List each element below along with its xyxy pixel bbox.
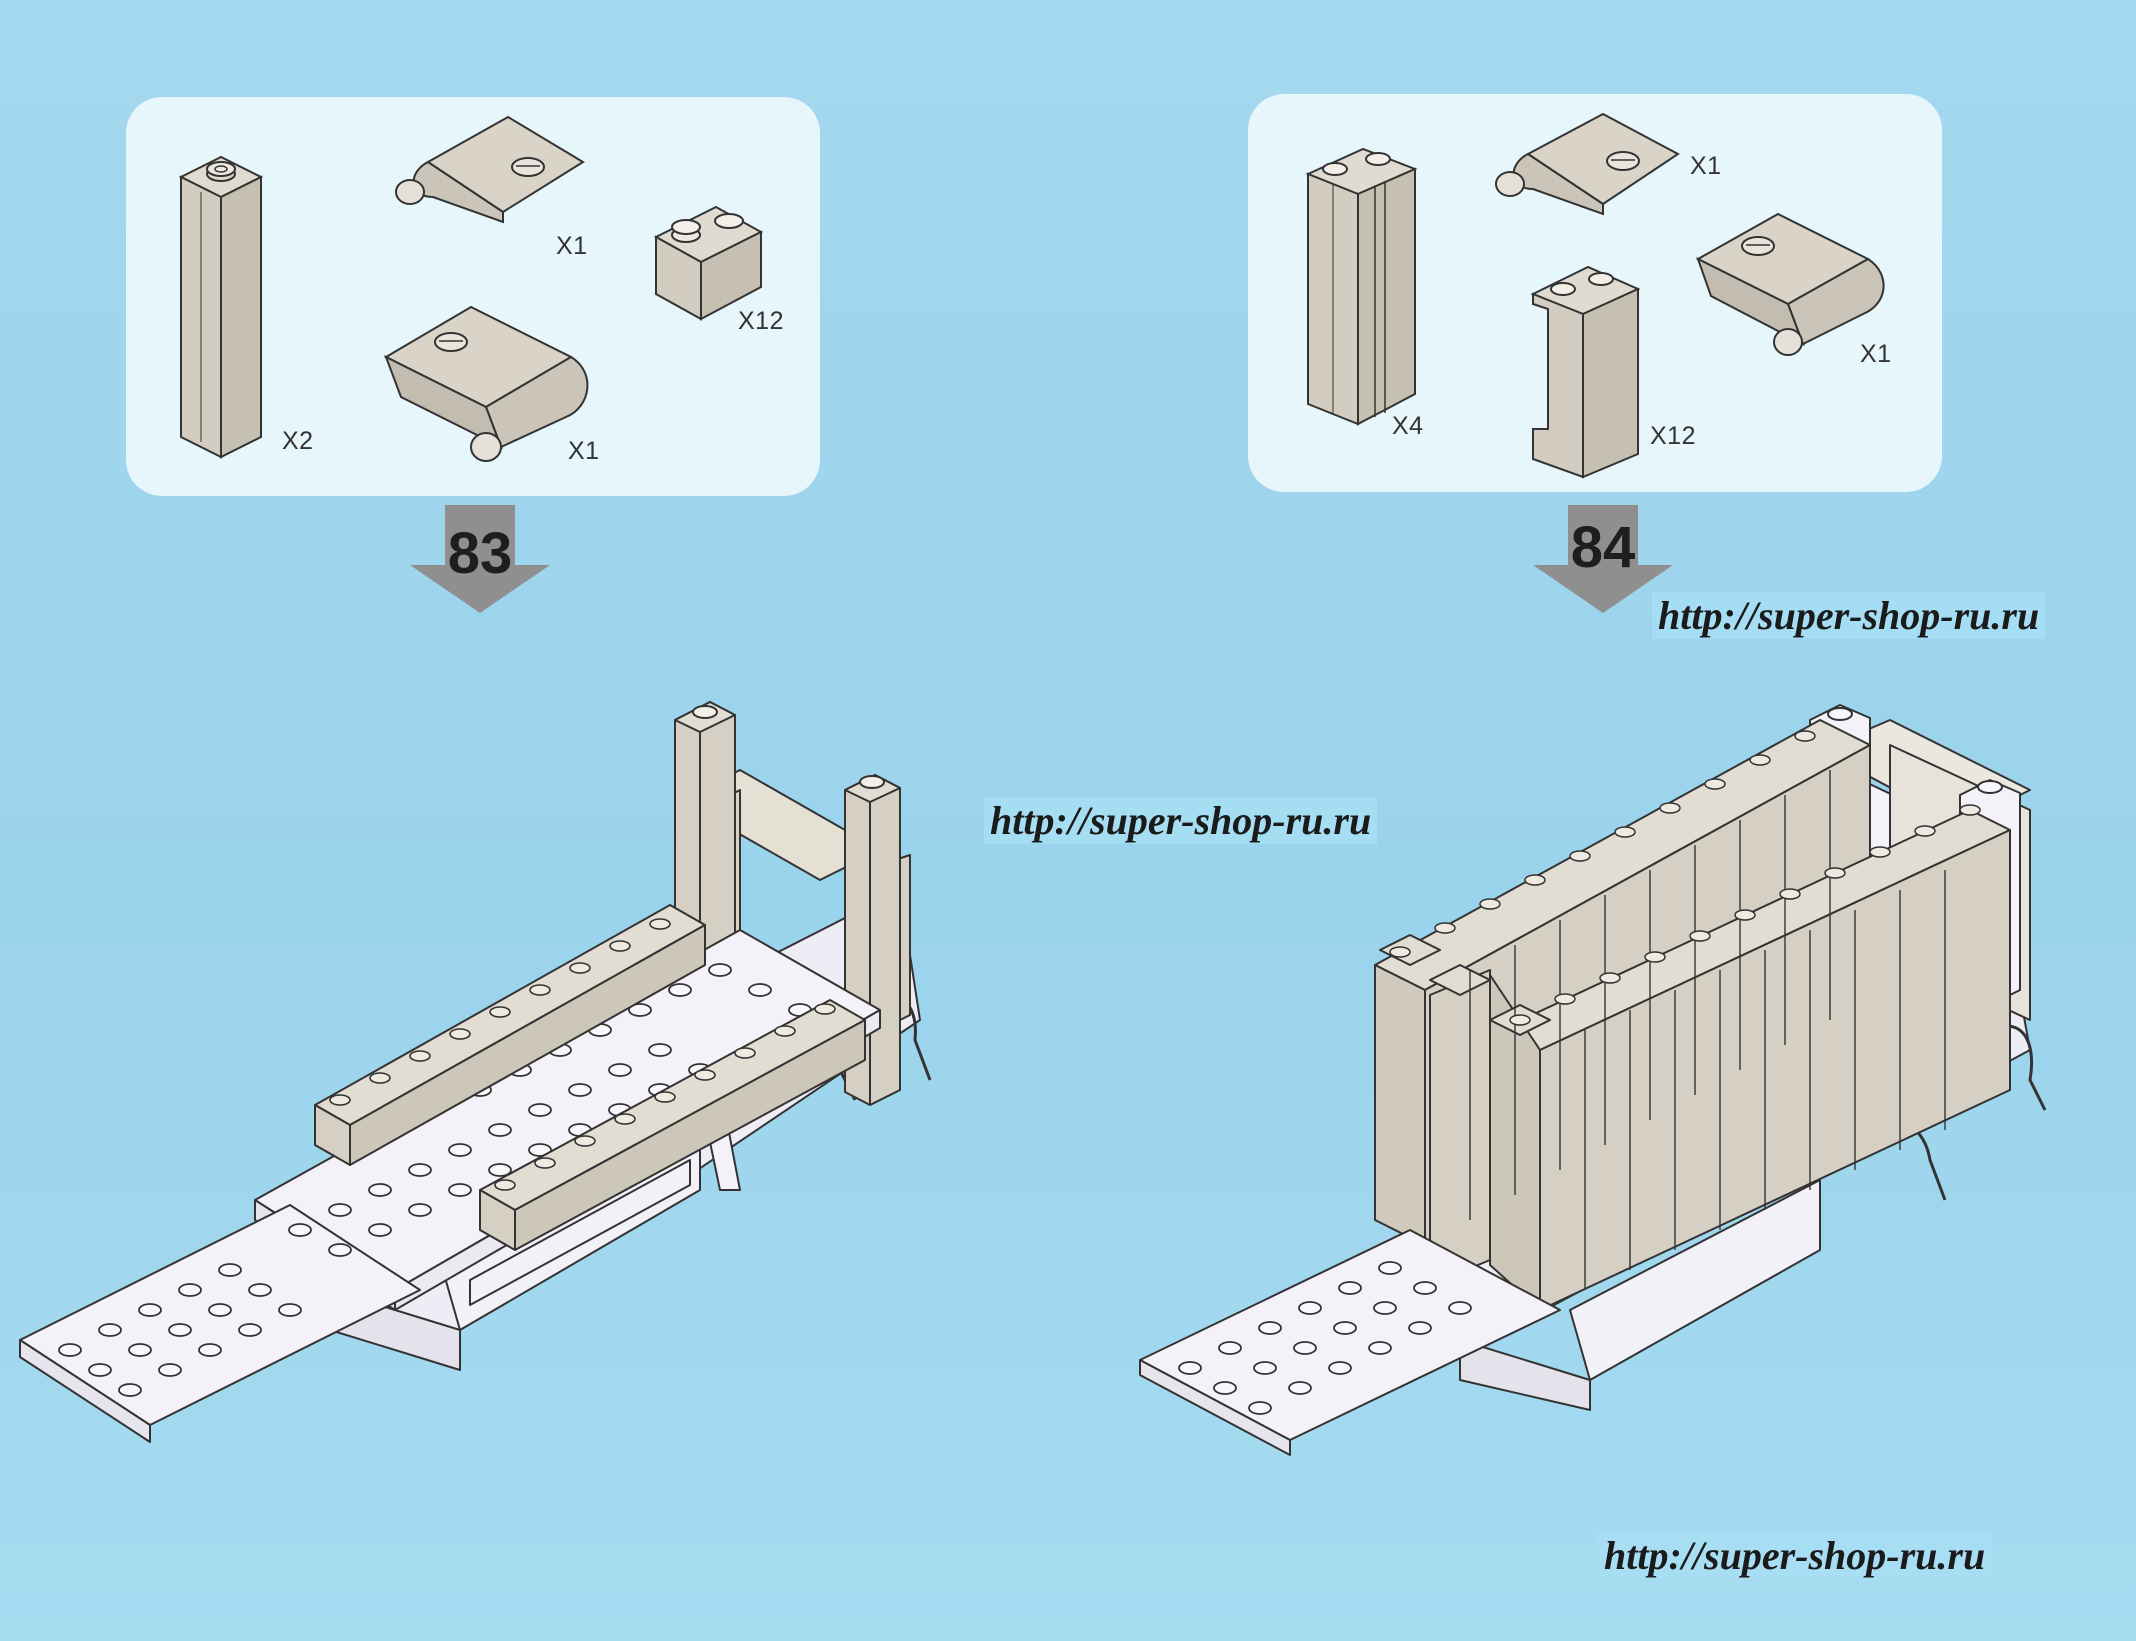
hinge-plate-icon xyxy=(395,115,585,224)
part-qty: X4 xyxy=(1392,412,1424,440)
hinge-plate-curved-icon xyxy=(383,305,589,462)
grooved-column-brick-icon xyxy=(1305,147,1418,426)
part-qty: X1 xyxy=(1860,340,1892,368)
part-qty: X1 xyxy=(556,232,588,260)
watermark-link: http://super-shop-ru.ru xyxy=(1652,592,2046,639)
tall-column-brick-icon xyxy=(178,155,264,459)
step-number: 84 xyxy=(1570,515,1636,580)
part-qty: X12 xyxy=(738,307,784,335)
step-arrow-icon xyxy=(410,505,550,613)
panel-wall-icon xyxy=(1530,265,1641,479)
part-qty: X1 xyxy=(568,437,600,465)
part-qty: X1 xyxy=(1690,152,1722,180)
trailer-model-step-84 xyxy=(1139,704,2047,1456)
1x2-brick-icon xyxy=(653,205,764,321)
step-number: 83 xyxy=(447,521,513,586)
watermark-link: http://super-shop-ru.ru xyxy=(984,797,1378,844)
hinge-plate-curved-icon xyxy=(1695,212,1885,356)
trailer-model-step-83 xyxy=(19,701,932,1443)
part-qty: X2 xyxy=(282,427,314,455)
parts-panel-step-84: X4 X1 X12 X1 xyxy=(1248,94,1942,492)
parts-panel-step-83: X2 X1 X1 X12 xyxy=(126,97,820,496)
watermark-link: http://super-shop-ru.ru xyxy=(1598,1532,1992,1579)
part-qty: X12 xyxy=(1650,422,1696,450)
hinge-plate-icon xyxy=(1495,112,1680,216)
step-arrow-icon xyxy=(1533,505,1673,613)
